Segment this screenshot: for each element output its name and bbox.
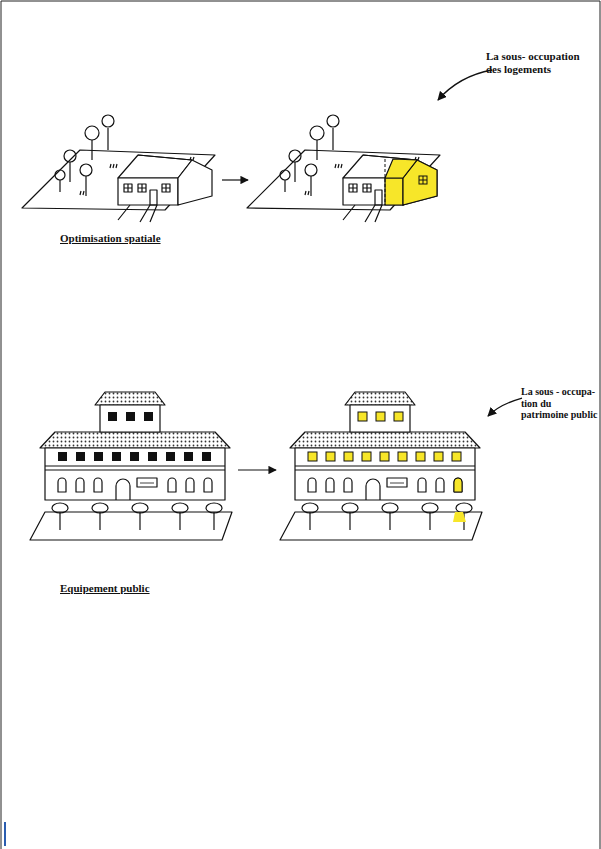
callout-arrow (488, 398, 522, 416)
public-building-occupied (280, 392, 482, 540)
house-sketch (22, 115, 215, 222)
house-sketch-extended (247, 115, 440, 222)
transition-arrow (222, 179, 248, 180)
caption-label: Equipement public (60, 582, 220, 595)
callout-arrow (438, 70, 492, 100)
public-building (30, 392, 232, 540)
transition-arrow (238, 469, 276, 470)
edge-mark (4, 822, 6, 846)
caption-label: Optimisation spatiale (60, 232, 220, 245)
callout-text: La sous - occupa- tion du patrimoine pub… (521, 386, 599, 421)
callout-text: La sous- occupation des logements (486, 50, 594, 75)
